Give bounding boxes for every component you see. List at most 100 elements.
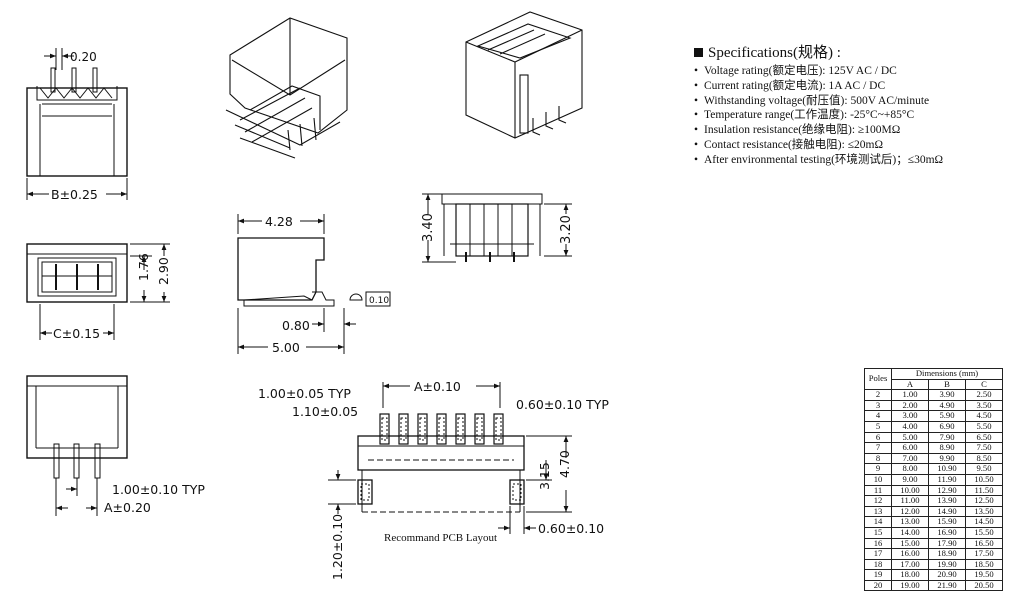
dimension-cell: 8.00 <box>891 463 929 475</box>
dim-b-width: B±0.25 <box>51 187 98 202</box>
col-c-header: C <box>965 378 1003 391</box>
dimension-cell: 18.50 <box>965 558 1003 571</box>
dimension-cell: 1.00 <box>891 389 929 401</box>
dim-foot: 0.80 <box>282 318 310 333</box>
pole-count-cell: 8 <box>864 452 892 465</box>
specifications-heading: Specifications(规格) : <box>694 44 943 62</box>
dimension-cell: 13.50 <box>965 505 1003 518</box>
dimension-cell: 12.90 <box>928 484 966 497</box>
dimension-cell: 16.90 <box>928 526 966 539</box>
spec-contact-text: Contact resistance(接触电阻): ≤20mΩ <box>704 138 884 151</box>
dimension-cell: 10.90 <box>928 463 966 475</box>
dimension-cell: 5.50 <box>965 420 1003 433</box>
poles-header: Poles <box>864 367 892 391</box>
bottom-view: 1.00±0.10 TYP A±0.20 <box>26 375 205 516</box>
dimension-cell: 16.00 <box>891 548 929 560</box>
dimension-cell: 17.90 <box>928 537 966 550</box>
dimension-cell: 21.90 <box>928 579 966 592</box>
dimension-cell: 13.00 <box>891 516 929 528</box>
dim-depth: 4.28 <box>265 214 293 229</box>
pole-count-cell: 11 <box>864 484 892 497</box>
iso-view-angled <box>225 17 348 159</box>
dimension-cell: 5.00 <box>891 431 929 444</box>
pcb-caption: Recommand PCB Layout <box>384 532 497 544</box>
dimension-cell: 13.90 <box>928 495 966 507</box>
dimension-cell: 2.00 <box>891 399 929 412</box>
pole-count-cell: 15 <box>864 526 892 539</box>
specifications-block: Specifications(规格) : •Voltage rating(额定电… <box>694 44 943 168</box>
side-view: 4.28 0.10 0.80 5.00 <box>237 214 391 355</box>
dim-typ-width: 1.00±0.05 TYP <box>258 386 351 401</box>
pole-count-cell: 12 <box>864 495 892 507</box>
spec-insulation-text: Insulation resistance(绝缘电阻): ≥100MΩ <box>704 124 901 137</box>
dimension-cell: 4.50 <box>965 410 1003 422</box>
dimension-cell: 7.50 <box>965 442 1003 454</box>
dimension-cell: 17.50 <box>965 548 1003 560</box>
spec-withstanding-text: Withstanding voltage(耐压值): 500V AC/minut… <box>704 94 930 107</box>
dimension-cell: 20.90 <box>928 569 966 581</box>
dimension-cell: 3.00 <box>891 410 929 422</box>
dimension-cell: 12.00 <box>891 505 929 518</box>
dimension-cell: 8.50 <box>965 452 1003 465</box>
dim-h-320: 3.20 <box>559 215 574 244</box>
specifications-title: Specifications(规格) : <box>708 45 841 61</box>
dimension-cell: 8.90 <box>928 442 966 454</box>
col-b-header: B <box>928 378 966 391</box>
dim-h-315: 3.15 <box>537 462 552 490</box>
dim-pad-width: 1.10±0.05 <box>292 404 358 419</box>
pole-count-cell: 14 <box>864 516 892 528</box>
dim-a-span: A±0.10 <box>414 379 461 394</box>
dim-h-340: 3.40 <box>421 213 436 242</box>
dimension-cell: 19.50 <box>965 569 1003 581</box>
dimension-cell: 9.50 <box>965 463 1003 475</box>
dimension-cell: 9.00 <box>891 473 929 486</box>
pole-count-cell: 6 <box>864 431 892 444</box>
dimension-cell: 6.50 <box>965 431 1003 444</box>
spec-current-text: Current rating(额定电流): 1A AC / DC <box>704 79 886 92</box>
spec-insulation: •Insulation resistance(绝缘电阻): ≥100MΩ <box>694 124 901 137</box>
dim-a-width: A±0.20 <box>104 500 151 515</box>
dim-mount-h: 1.20±0.10 <box>330 514 345 580</box>
dimension-cell: 15.90 <box>928 516 966 528</box>
pole-count-cell: 3 <box>864 399 892 412</box>
spec-voltage-text: Voltage rating(额定电压): 125V AC / DC <box>704 65 897 77</box>
pole-count-cell: 20 <box>864 579 892 592</box>
pole-count-cell: 17 <box>864 548 892 560</box>
front-view: 1.76 2.90 C±0.15 <box>26 243 171 341</box>
dimension-cell: 19.90 <box>928 558 966 571</box>
dimension-cell: 19.00 <box>891 579 929 592</box>
dim-pin-width: 0.20 <box>70 50 97 64</box>
dimension-cell: 15.50 <box>965 526 1003 539</box>
pole-count-cell: 4 <box>864 410 892 422</box>
spec-withstanding: •Withstanding voltage(耐压值): 500V AC/minu… <box>694 94 930 107</box>
dimension-cell: 16.50 <box>965 537 1003 550</box>
col-a-header: A <box>891 378 929 391</box>
dim-total: 5.00 <box>272 340 300 355</box>
rear-view: 3.40 3.20 <box>421 193 574 263</box>
spec-current: •Current rating(额定电流): 1A AC / DC <box>694 79 886 92</box>
spec-voltage: •Voltage rating(额定电压): 125V AC / DC <box>694 65 897 77</box>
top-view: 0.20 B±0.25 <box>26 48 128 202</box>
dimension-cell: 11.50 <box>965 484 1003 497</box>
dim-h-290: 2.90 <box>156 257 171 285</box>
dimension-cell: 3.50 <box>965 399 1003 412</box>
spec-temperature-text: Temperature range(工作温度): -25°C~+85°C <box>704 109 915 122</box>
dimension-cell: 14.00 <box>891 526 929 539</box>
dimension-cell: 14.50 <box>965 516 1003 528</box>
dim-mount-w: 0.60±0.10 <box>538 521 604 536</box>
dim-h-470: 4.70 <box>557 450 572 478</box>
pole-count-cell: 19 <box>864 569 892 581</box>
pole-count-cell: 7 <box>864 442 892 454</box>
